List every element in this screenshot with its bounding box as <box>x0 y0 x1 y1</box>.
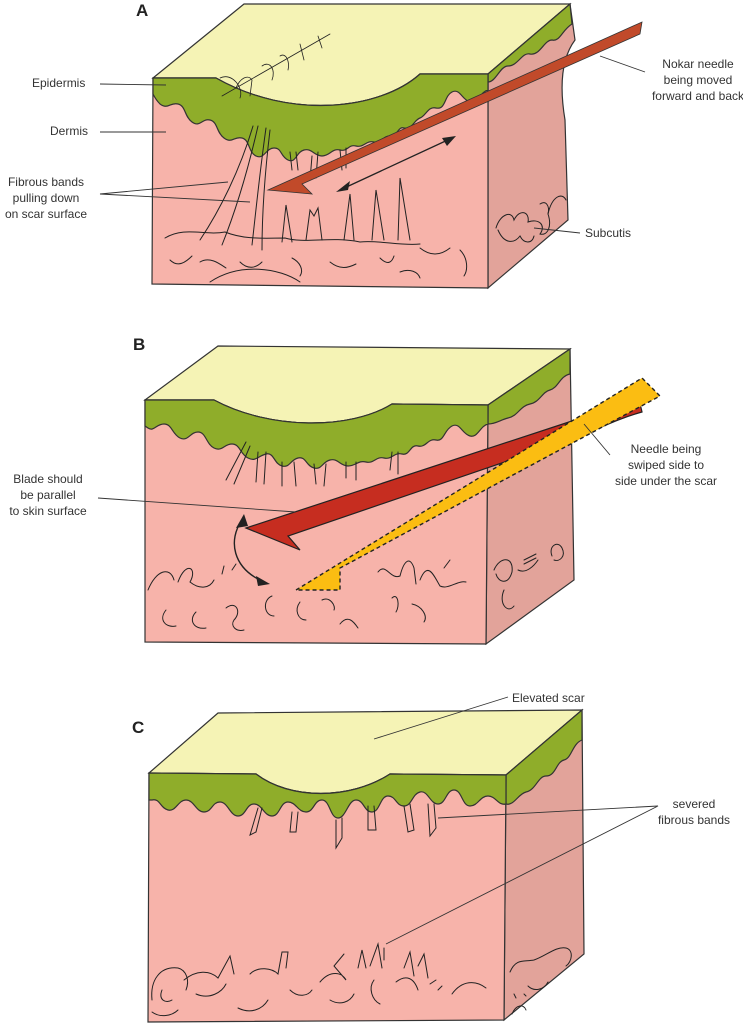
label-severed-bands-1: severed <box>673 797 716 811</box>
panel-c-subcutis-sketch <box>151 942 572 1017</box>
panel-b-angle-arrow <box>233 514 270 586</box>
label-fibrous-bands-3: on scar surface <box>5 207 87 221</box>
label-needle-b-3: side under the scar <box>615 474 717 488</box>
panel-a-epidermis <box>152 73 489 162</box>
panel-b: B <box>9 335 717 646</box>
panel-c-epidermis <box>148 772 507 819</box>
panel-a-fibrous-bands <box>164 125 468 283</box>
panel-b-fibrous-sketch <box>147 441 564 631</box>
label-needle-a-1: Nokar needle <box>662 57 734 71</box>
panel-a-motion-arrow <box>336 136 456 192</box>
label-needle-b-2: swiped side to <box>628 458 704 472</box>
label-subcutis: Subcutis <box>585 226 631 240</box>
label-needle-b-1: Needle being <box>631 442 702 456</box>
panel-a: A <box>5 1 743 290</box>
panel-b-epidermis <box>144 399 489 469</box>
panel-c: C <box>132 691 730 1023</box>
panel-c-severed-bands <box>249 803 437 850</box>
panel-a-needle <box>266 21 643 195</box>
panel-b-side-epidermis <box>487 347 571 425</box>
label-fibrous-bands-1: Fibrous bands <box>8 175 84 189</box>
leader-epidermis <box>99 83 167 86</box>
panel-a-letter: A <box>136 1 148 20</box>
panel-a-side-face <box>487 2 576 290</box>
panel-b-letter: B <box>133 335 145 354</box>
leader-severed-bands <box>385 805 659 945</box>
panel-a-subcutis-sketch <box>495 195 567 243</box>
leader-elevated-scar <box>373 696 509 740</box>
panel-c-letter: C <box>132 718 144 737</box>
panel-a-sutures <box>219 33 331 99</box>
panel-b-yellow-needle <box>293 377 662 591</box>
label-dermis: Dermis <box>50 124 88 138</box>
leader-fibrous-bands <box>99 181 251 203</box>
label-epidermis: Epidermis <box>32 76 85 90</box>
label-fibrous-bands-2: pulling down <box>13 191 80 205</box>
panel-a-side-epidermis <box>487 2 573 83</box>
label-severed-bands-2: fibrous bands <box>658 813 730 827</box>
label-needle-a-3: forward and back <box>652 89 743 103</box>
label-blade-3: to skin surface <box>9 504 87 518</box>
leader-blade <box>97 497 297 513</box>
label-elevated-scar: Elevated scar <box>512 691 585 705</box>
panel-c-side-epidermis <box>505 708 583 805</box>
label-blade-1: Blade should <box>13 472 82 486</box>
label-blade-2: be parallel <box>20 488 75 502</box>
leader-needle-b <box>583 423 611 456</box>
leader-subcutis <box>533 227 581 234</box>
label-needle-a-2: being moved <box>664 73 733 87</box>
leader-needle-a <box>599 55 646 73</box>
